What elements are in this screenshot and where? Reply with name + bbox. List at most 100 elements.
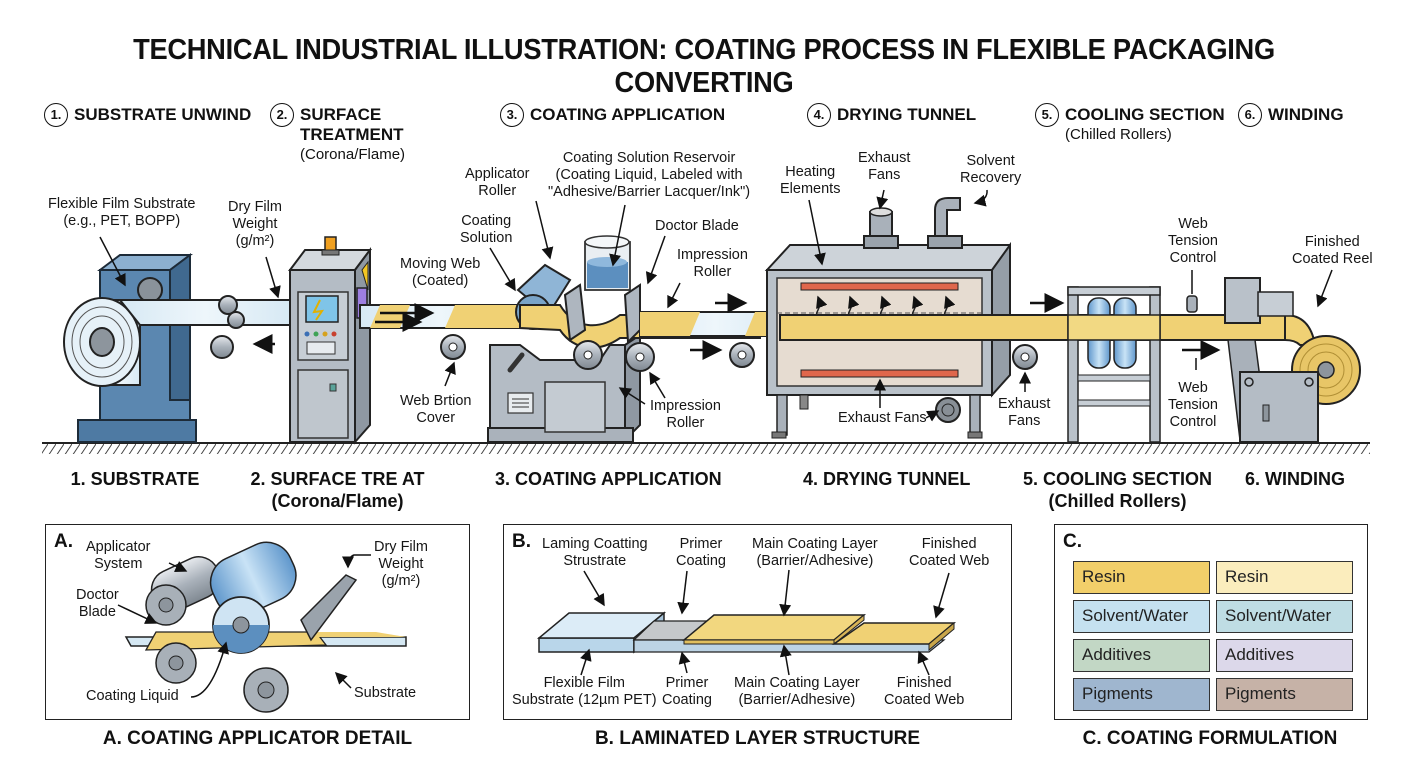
label-b-bottom-1: Flexible Film Substrate (12µm PET) xyxy=(512,675,657,709)
label-line: Applicator xyxy=(465,166,530,182)
label-line: Primer xyxy=(679,536,723,552)
label-applicator-system: Applicator System xyxy=(86,539,150,573)
label-b-bottom-2: Primer Coating xyxy=(662,675,712,709)
substrate-film-web xyxy=(117,299,291,326)
label-line: Coated Reel xyxy=(1292,251,1373,267)
label-line: System xyxy=(94,556,143,572)
bottom-step-drying-tunnel: 4. DRYING TUNNEL xyxy=(803,468,971,490)
coated-web xyxy=(779,314,1286,341)
label-line: Substrate (12µm PET) xyxy=(512,692,657,708)
label-line: Control xyxy=(1169,250,1217,266)
step-number-badge: 1. xyxy=(44,103,68,127)
label-coating-reservoir: Coating Solution Reservoir (Coating Liqu… xyxy=(548,150,750,201)
label-line: "Adhesive/Barrier Lacquer/Ink") xyxy=(548,184,751,200)
label-line: Exhaust xyxy=(858,150,911,166)
bottom-step-subtitle: (Chilled Rollers) xyxy=(1048,491,1187,511)
formulation-cell: Pigments xyxy=(1073,678,1210,711)
bottom-step-substrate: 1. SUBSTRATE xyxy=(70,468,200,490)
panel-letter: C. xyxy=(1063,531,1082,552)
label-line: Flexible Film xyxy=(543,675,625,691)
label-line: Strustrate xyxy=(563,553,627,569)
step-number-badge: 2. xyxy=(270,103,294,127)
label-line: Tension xyxy=(1168,233,1218,249)
label-line: Roller xyxy=(666,415,705,431)
winder xyxy=(1224,277,1361,443)
label-line: Exhaust Fans xyxy=(838,410,927,426)
label-line: Dry Film xyxy=(374,539,428,555)
label-line: Recovery xyxy=(960,170,1022,186)
label-web-tension-bottom: Web Tension Control xyxy=(1168,380,1218,431)
warning-beacon-icon xyxy=(324,236,337,252)
layer-structure-illustration xyxy=(536,569,957,676)
panel-letter: B. xyxy=(512,531,531,552)
leader-lines xyxy=(99,189,1333,422)
label-line: Web xyxy=(1178,216,1208,232)
heating-element xyxy=(800,369,959,378)
label-b-bottom-3: Main Coating Layer (Barrier/Adhesive) xyxy=(734,675,860,709)
label-b-top-1: Laming Coatting Strustrate xyxy=(542,536,648,570)
panel-caption: A. COATING APPLICATOR DETAIL xyxy=(102,728,413,749)
label-b-top-4: Finished Coated Web xyxy=(909,536,989,570)
label-line: Impression xyxy=(650,398,721,414)
label-doctor-blade: Doctor Blade xyxy=(76,587,119,621)
label-moving-web: Moving Web (Coated) xyxy=(400,256,480,290)
bottom-step-title: 4. DRYING TUNNEL xyxy=(803,469,971,489)
label-line: (Coated) xyxy=(411,273,469,289)
applicator-detail-illustration xyxy=(117,541,407,713)
label-line: (g/m²) xyxy=(235,233,275,249)
label-line: Finished xyxy=(1304,234,1360,250)
label-line: Coating Liquid xyxy=(86,688,179,704)
label-line: Coated Web xyxy=(909,553,990,569)
corona-treater-cabinet xyxy=(288,236,372,445)
formulation-cell: Solvent/Water xyxy=(1073,600,1210,633)
formulation-cell: Resin xyxy=(1073,561,1210,594)
label-line: Finished xyxy=(921,536,977,552)
bottom-step-title: 3. COATING APPLICATION xyxy=(495,469,722,489)
formulation-cell: Additives xyxy=(1216,639,1353,672)
label-coating-liquid: Coating Liquid xyxy=(86,688,179,705)
label-line: Web xyxy=(1178,380,1208,396)
hazard-sign-icon xyxy=(361,260,369,291)
step-heading-surface-treatment: 2. SURFACE TREATMENT (Corona/Flame) xyxy=(270,103,410,165)
step-heading-text: DRYING TUNNEL xyxy=(837,105,977,124)
bottom-step-surface-treatment: 2. SURFACE TRE AT (Corona/Flame) xyxy=(250,468,425,512)
label-doctor-blade: Doctor Blade xyxy=(655,218,739,235)
label-line: Solution xyxy=(460,230,513,246)
label-line: Elements xyxy=(780,181,841,197)
label-line: (Barrier/Adhesive) xyxy=(738,692,856,708)
label-line: (g/m²) xyxy=(381,573,421,589)
label-line: Weight xyxy=(378,556,424,572)
label-exhaust-fans-top: Exhaust Fans xyxy=(858,150,910,184)
layer-substrate xyxy=(538,637,635,653)
label-exhaust-fans-bottom: Exhaust Fans xyxy=(838,410,927,427)
page-title: TECHNICAL INDUSTRIAL ILLUSTRATION: COATI… xyxy=(133,34,1275,99)
label-line: Cover xyxy=(416,410,456,426)
label-solvent-recovery: Solvent Recovery xyxy=(960,153,1021,187)
panel-caption: B. LAMINATED LAYER STRUCTURE xyxy=(594,728,921,749)
label-web-tension-top: Web Tension Control xyxy=(1168,216,1218,267)
label-line: Main Coating Layer xyxy=(752,536,878,552)
label-line: Fans xyxy=(868,167,901,183)
step-heading-coating-application: 3. COATING APPLICATION xyxy=(500,103,725,127)
formulation-cell: Pigments xyxy=(1216,678,1353,711)
formulation-cell: Resin xyxy=(1216,561,1353,594)
label-line: Applicator xyxy=(86,539,151,555)
coating-station xyxy=(487,235,761,443)
label-substrate: Substrate xyxy=(354,685,416,702)
label-finished-coated-reel: Finished Coated Reel xyxy=(1292,234,1373,268)
label-line: Laming Coatting xyxy=(542,536,648,552)
label-line: (Coating Liquid, Labeled with xyxy=(555,167,743,183)
bottom-step-cooling-section: 5. COOLING SECTION (Chilled Rollers) xyxy=(1020,468,1215,512)
label-line: Heating xyxy=(785,164,836,180)
heating-element xyxy=(800,282,959,291)
label-line: Coating xyxy=(662,692,712,708)
label-line: Control xyxy=(1169,414,1217,430)
doctor-blade xyxy=(623,283,641,345)
bottom-step-title: 2. SURFACE TRE AT xyxy=(250,469,425,489)
panel-letter: A. xyxy=(54,531,73,552)
label-line: Moving Web xyxy=(400,256,481,272)
step-heading-drying-tunnel: 4. DRYING TUNNEL xyxy=(807,103,977,127)
label-line: Weight xyxy=(232,216,278,232)
bottom-step-winding: 6. WINDING xyxy=(1240,468,1350,490)
